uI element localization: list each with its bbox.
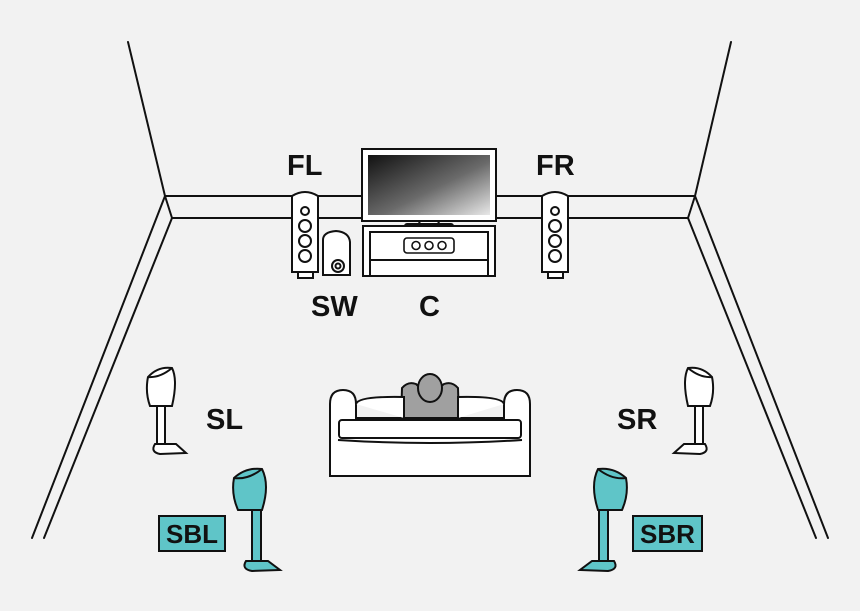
front-right-speaker [541, 191, 569, 279]
surround-back-left-speaker [232, 467, 283, 573]
label-sr: SR [617, 404, 658, 436]
label-fl: FL [287, 150, 323, 182]
tv-set [361, 148, 497, 230]
surround-left-speaker [145, 366, 189, 456]
subwoofer [322, 229, 351, 276]
listener-icon [399, 373, 461, 421]
front-left-speaker [291, 191, 319, 279]
label-fr: FR [536, 150, 575, 182]
surround-right-speaker [671, 366, 715, 456]
label-c: C [419, 291, 440, 323]
surround-back-right-speaker [577, 467, 628, 573]
sofa [329, 388, 531, 477]
center-speaker [403, 237, 455, 254]
label-sw: SW [311, 291, 358, 323]
label-sbl: SBL [158, 515, 226, 552]
label-sl: SL [206, 404, 244, 436]
label-sbr: SBR [632, 515, 703, 552]
